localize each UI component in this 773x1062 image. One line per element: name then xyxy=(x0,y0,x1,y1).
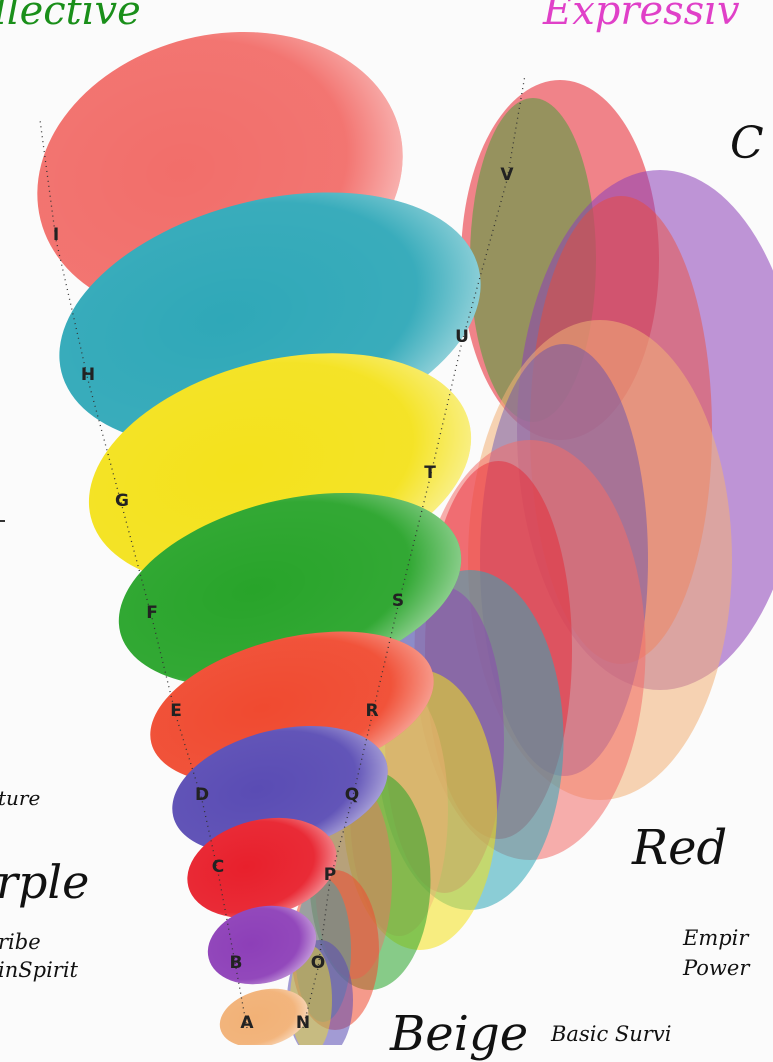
spiral-letter-right-beige: N xyxy=(296,1013,310,1033)
spiral-letter-left-coral: I xyxy=(53,225,59,245)
spiral-letter-left-yellow: G xyxy=(115,491,129,511)
spiral-letter-left-blue: D xyxy=(195,785,209,805)
tribe-label: ribe xyxy=(0,930,41,954)
spiral-letter-right-coral: V xyxy=(500,165,514,185)
beige-label: Beige xyxy=(390,1006,528,1062)
spiral-letter-left-orange: E xyxy=(170,701,182,721)
top-right-color-label: C xyxy=(730,118,764,169)
spiral-letter-left-red: C xyxy=(212,857,224,877)
spiral-letter-right-green: S xyxy=(392,591,404,611)
power-label: Power xyxy=(683,956,749,980)
header-right-label: Expressiv xyxy=(543,0,740,34)
nature-label: ture xyxy=(0,786,40,810)
spiral-letter-right-blue: Q xyxy=(345,785,359,805)
header-left-label: llective xyxy=(0,0,141,34)
beige-subtitle-label: Basic Survi xyxy=(551,1022,671,1046)
empire-label: Empir xyxy=(683,926,748,950)
purple-label: rple xyxy=(0,855,89,909)
spiral-letter-right-orange: R xyxy=(365,701,378,721)
spiral-letter-left-purple: B xyxy=(230,953,243,973)
spiral-letter-left-beige: A xyxy=(240,1013,254,1033)
spiral-letter-right-turquoise: U xyxy=(455,327,469,347)
spiral-letter-right-yellow: T xyxy=(424,463,436,483)
red-label: Red xyxy=(632,820,727,876)
spiral-letter-left-green: F xyxy=(146,603,158,623)
spiral-letter-left-turquoise: H xyxy=(81,365,95,385)
left-edge-mark xyxy=(0,520,5,522)
spiral-letter-right-purple: O xyxy=(311,953,325,973)
kinspirit-label: inSpirit xyxy=(0,958,78,982)
spiral-letter-right-red: P xyxy=(324,865,336,885)
